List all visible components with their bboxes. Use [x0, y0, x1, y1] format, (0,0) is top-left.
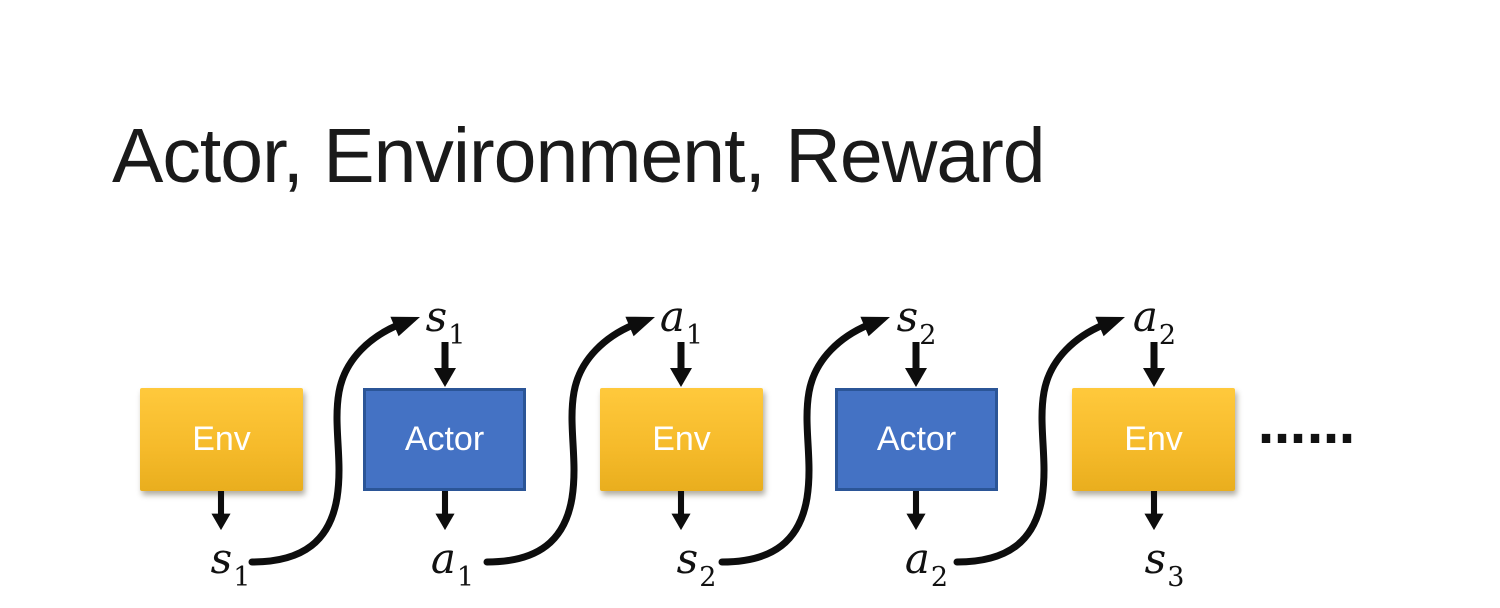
label-a2-bottom-base: a	[904, 534, 930, 583]
label-s1-bottom-sub: 1	[233, 562, 251, 594]
label-s2-top-base: s	[896, 292, 919, 341]
actor-box-2-label: Actor	[876, 420, 957, 458]
label-a1-bottom-sub: 1	[456, 562, 475, 594]
label-s1-top-sub: 1	[448, 320, 466, 352]
label-s1-bottom: s1	[180, 534, 280, 593]
down-arrow-out-env-1	[211, 491, 231, 531]
down-arrow-out-actor-2	[906, 491, 926, 531]
actor-box-1: Actor	[363, 388, 526, 491]
label-s2-bottom: s2	[646, 534, 746, 593]
env-box-2-label: Env	[652, 420, 711, 458]
label-a2-top-base: a	[1132, 292, 1158, 341]
label-s1-top: s1	[395, 292, 495, 351]
env-box-2: Env	[600, 388, 763, 491]
actor-box-1-label: Actor	[404, 420, 485, 458]
env-box-1-label: Env	[192, 420, 251, 458]
label-s3-bottom-sub: 3	[1167, 562, 1185, 594]
label-a2-bottom-sub: 2	[930, 562, 949, 594]
label-s2-top-sub: 2	[919, 320, 937, 352]
label-s3-bottom-base: s	[1144, 534, 1167, 583]
label-s2-top: s2	[866, 292, 966, 351]
label-s2-bottom-base: s	[676, 534, 699, 583]
label-s3-bottom: s3	[1114, 534, 1214, 593]
label-a2-top-sub: 2	[1158, 320, 1177, 352]
label-s1-bottom-base: s	[210, 534, 233, 583]
label-a1-bottom: a1	[402, 534, 502, 593]
label-s1-top-base: s	[425, 292, 448, 341]
label-a1-bottom-base: a	[430, 534, 456, 583]
actor-box-2: Actor	[835, 388, 998, 491]
env-box-1: Env	[140, 388, 303, 491]
env-box-3: Env	[1072, 388, 1235, 491]
label-a1-top: a1	[631, 292, 731, 351]
label-a1-top-sub: 1	[685, 320, 704, 352]
label-a2-top: a2	[1104, 292, 1204, 351]
down-arrow-out-env-3	[1144, 491, 1164, 531]
continuation-ellipsis: ……	[1258, 399, 1356, 455]
down-arrow-out-actor-1	[435, 491, 455, 531]
env-box-3-label: Env	[1124, 420, 1183, 458]
label-a2-bottom: a2	[876, 534, 976, 593]
label-s2-bottom-sub: 2	[699, 562, 717, 594]
down-arrow-out-env-2	[671, 491, 691, 531]
page-title: Actor, Environment, Reward	[112, 113, 1046, 199]
label-a1-top-base: a	[659, 292, 685, 341]
